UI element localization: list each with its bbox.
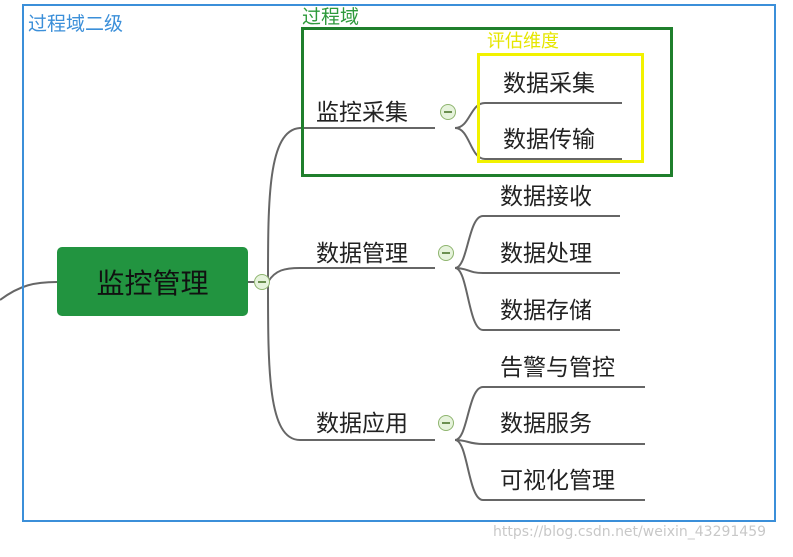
- connector-leaf-1-1: [454, 102, 622, 129]
- leaf-node-2-1[interactable]: 数据接收: [500, 184, 592, 210]
- eval-dimension-frame: [477, 53, 644, 163]
- eval-dimension-label: 评估维度: [487, 31, 559, 52]
- connector-leaf-2-2: [454, 267, 620, 274]
- connector-branch-1: [267, 127, 435, 283]
- incoming-connector: [0, 281, 58, 301]
- level2-domain-frame: [22, 4, 776, 522]
- root-node[interactable]: 监控管理: [57, 247, 248, 316]
- connector-leaf-3-3: [454, 439, 645, 501]
- branch-node-3[interactable]: 数据应用: [316, 411, 408, 437]
- leaf-node-3-1[interactable]: 告警与管控: [500, 355, 615, 381]
- connector-leaf-2-1: [454, 215, 620, 269]
- connector-branch-2: [267, 267, 435, 283]
- watermark-url: https://blog.csdn.net/weixin_43291459: [493, 524, 767, 540]
- leaf-node-2-3[interactable]: 数据存储: [500, 298, 592, 324]
- branch-node-1[interactable]: 监控采集: [316, 100, 408, 126]
- connector-leaf-3-1: [454, 386, 645, 441]
- leaf-node-3-2[interactable]: 数据服务: [500, 411, 592, 437]
- connector-branch-3: [267, 281, 435, 441]
- branch-node-2[interactable]: 数据管理: [316, 241, 408, 267]
- root-label: 监控管理: [96, 266, 209, 300]
- leaf-node-1-1[interactable]: 数据采集: [503, 71, 595, 97]
- connector-leaf-3-2: [454, 439, 645, 445]
- root-collapse-icon[interactable]: [254, 274, 270, 290]
- process-domain-label: 过程域: [302, 6, 360, 28]
- connector-leaf-1-2: [454, 127, 622, 160]
- leaf-node-2-2[interactable]: 数据处理: [500, 241, 592, 267]
- process-domain-frame: [301, 27, 673, 177]
- connector-leaf-2-3: [454, 267, 620, 331]
- leaf-node-3-3[interactable]: 可视化管理: [500, 468, 615, 494]
- level2-domain-label: 过程域二级: [28, 13, 124, 35]
- branch-3-collapse-icon[interactable]: [438, 415, 454, 431]
- branch-1-collapse-icon[interactable]: [440, 104, 456, 120]
- branch-2-collapse-icon[interactable]: [438, 245, 454, 261]
- leaf-node-1-2[interactable]: 数据传输: [503, 127, 595, 153]
